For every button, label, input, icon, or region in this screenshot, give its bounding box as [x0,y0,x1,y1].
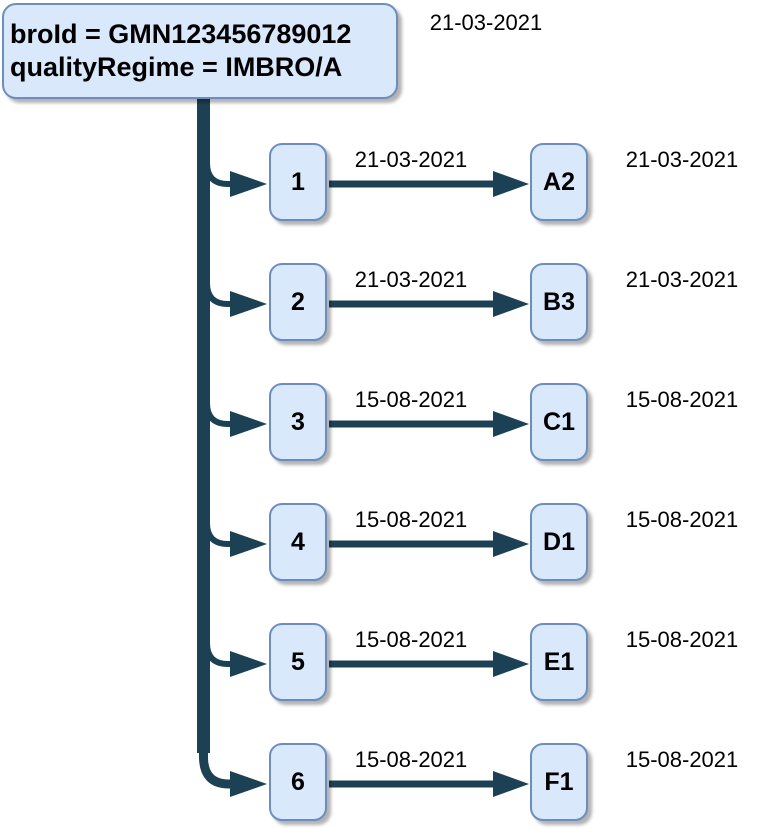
arrowhead [230,771,267,797]
arrowhead [493,531,529,557]
target-date-label: 15-08-2021 [625,387,739,412]
diagram-row: 3 15-08-2021 C1 15-08-2021 [0,383,762,461]
source-node-4[interactable]: 4 [269,503,327,581]
elbow-row-1 [204,132,231,187]
source-node-label: 1 [291,167,305,196]
source-node-2[interactable]: 2 [269,263,327,341]
elbow-row-5 [204,612,231,667]
diagram-row: 4 15-08-2021 D1 15-08-2021 [0,503,762,581]
root-node[interactable]: broId = GMN123456789012 qualityRegime = … [2,3,398,99]
arrowhead [230,651,267,677]
diagram-row: 1 21-03-2021 A2 21-03-2021 [0,143,762,221]
source-node-1[interactable]: 1 [269,143,327,221]
arrowhead [230,171,267,197]
target-node-label: A2 [543,167,575,196]
arrowhead [493,771,529,797]
target-node-f1[interactable]: F1 [530,743,588,821]
source-node-label: 6 [291,767,305,796]
source-node-label: 5 [291,647,305,676]
elbow-row-2 [204,252,231,307]
target-date-label: 15-08-2021 [625,747,739,772]
target-node-b3[interactable]: B3 [530,263,588,341]
target-node-a2[interactable]: A2 [530,143,588,221]
target-date-label: 15-08-2021 [625,507,739,532]
root-node-label-line1: broId = GMN123456789012 [10,19,352,49]
target-date-label: 15-08-2021 [625,627,739,652]
diagram-row: 2 21-03-2021 B3 21-03-2021 [0,263,762,341]
target-node-e1[interactable]: E1 [530,623,588,701]
arrowhead [493,411,529,437]
edge-date-label: 15-08-2021 [354,387,468,412]
source-node-label: 2 [291,287,305,316]
edge-date-label: 15-08-2021 [354,747,468,772]
target-date-label: 21-03-2021 [625,267,739,292]
source-node-6[interactable]: 6 [269,743,327,821]
arrowhead [230,531,267,557]
source-node-label: 4 [291,527,305,556]
source-node-label: 3 [291,407,305,436]
edge-date-label: 21-03-2021 [354,267,468,292]
arrowhead [493,651,529,677]
elbow-row-6 [199,700,232,789]
source-node-3[interactable]: 3 [269,383,327,461]
source-node-5[interactable]: 5 [269,623,327,701]
target-node-c1[interactable]: C1 [530,383,588,461]
diagram-row: 5 15-08-2021 E1 15-08-2021 [0,623,762,701]
root-node-label-line2: qualityRegime = IMBRO/A [10,52,343,82]
arrowhead [493,291,529,317]
arrowhead [230,411,267,437]
arrowhead [493,171,529,197]
target-node-label: D1 [543,527,575,556]
target-date-label: 21-03-2021 [625,147,739,172]
target-node-d1[interactable]: D1 [530,503,588,581]
elbow-row-4 [204,492,231,547]
arrowhead [230,291,267,317]
target-node-label: E1 [543,647,575,676]
root-date-label: 21-03-2021 [429,10,543,35]
target-node-label: F1 [544,767,574,796]
edge-date-label: 15-08-2021 [354,627,468,652]
target-node-label: C1 [543,407,575,436]
edge-date-label: 15-08-2021 [354,507,468,532]
target-node-label: B3 [543,287,575,316]
edge-date-label: 21-03-2021 [354,147,468,172]
diagram-row: 6 15-08-2021 F1 15-08-2021 [0,743,762,821]
elbow-row-3 [204,372,231,427]
